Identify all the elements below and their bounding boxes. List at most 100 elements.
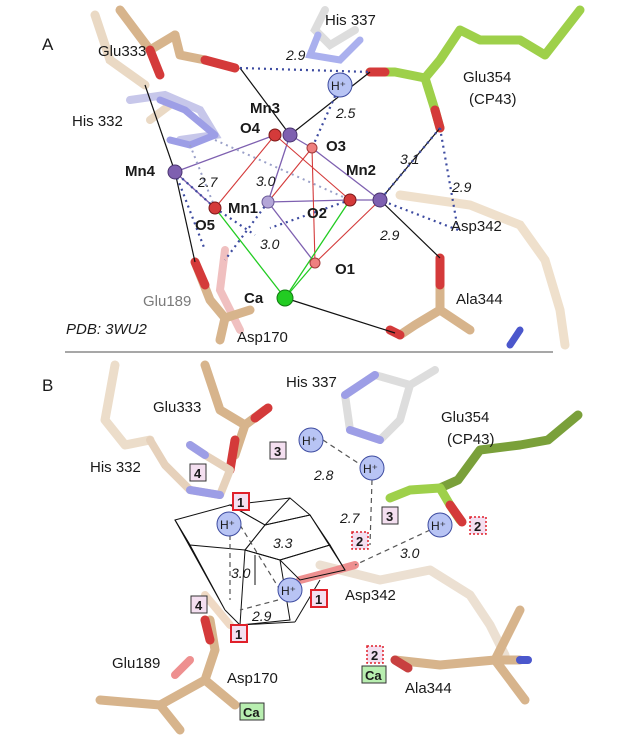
box-3-mid: 3 (386, 509, 393, 524)
panel-b-letter: B (42, 376, 53, 395)
proton-b-1 (298, 427, 324, 453)
proton-b-4 (216, 511, 242, 537)
glu333-stick (115, 5, 240, 80)
box-4-top: 4 (194, 466, 202, 481)
mn3-atom (282, 127, 298, 143)
cp43-label-a: (CP43) (469, 91, 517, 108)
coordination-bonds (144, 67, 441, 334)
ca-atom (276, 289, 294, 307)
panel-b: H⁺ H⁺ H⁺ H⁺ H⁺ 3 4 1 3 2 2 1 4 1 2 (42, 360, 583, 735)
cluster-wireframe-b (174, 497, 346, 626)
atoms-a (167, 72, 388, 307)
his332-stick-b (146, 436, 234, 499)
box-ca-left: Ca (243, 705, 260, 720)
glu354-label-a: Glu354 (463, 69, 511, 86)
glu333-stick-b (200, 360, 273, 475)
proton-b-2-label: H⁺ (363, 462, 378, 476)
dist-b-2-8: 2.8 (313, 467, 334, 483)
mn2-label: Mn2 (346, 162, 376, 179)
proton-b-1-label: H⁺ (302, 434, 317, 448)
box-2-ala: 2 (371, 648, 378, 663)
box-2-mid: 2 (356, 534, 363, 549)
box-1-mid: 1 (315, 592, 322, 607)
panel-a-letter: A (42, 35, 54, 54)
dist-b-2-9: 2.9 (251, 608, 272, 624)
mn2-atom (372, 192, 388, 208)
o1-label: O1 (335, 261, 355, 278)
panel-a: A Glu333 His 337 Glu354 (CP43) His 332 G… (42, 5, 585, 350)
his332-label-a: His 332 (72, 113, 123, 130)
dist-b-3-0-left: 3.0 (231, 565, 251, 581)
his337-label-a: His 337 (325, 12, 376, 29)
cp43-label-b: (CP43) (447, 431, 495, 448)
o2-atom (343, 193, 357, 207)
mn3-label: Mn3 (250, 100, 280, 117)
glu333-label-a: Glu333 (98, 43, 146, 60)
dist-a-2-5: 2.5 (335, 105, 356, 121)
ala344-stick-b (390, 605, 532, 705)
ala344-label-b: Ala344 (405, 680, 452, 697)
dist-a-2-9-top: 2.9 (285, 47, 306, 63)
dist-a-2-7: 2.7 (197, 174, 219, 190)
pdb-label: PDB: 3WU2 (66, 321, 148, 338)
o3-atom (306, 142, 318, 154)
asp342-label-b: Asp342 (345, 587, 396, 604)
o5-atom (208, 201, 222, 215)
asp170-label-b: Asp170 (227, 670, 278, 687)
his337-label-b: His 337 (286, 374, 337, 391)
dist-a-3-0-mid: 3.0 (256, 173, 276, 189)
box-1-top: 1 (237, 495, 244, 510)
box-4-low: 4 (195, 598, 203, 613)
dist-b-3-0-right: 3.0 (400, 545, 420, 561)
mn4-atom (167, 164, 183, 180)
o3-label: O3 (326, 138, 346, 155)
dist-a-3-0-low: 3.0 (260, 236, 280, 252)
proton-b-5 (277, 577, 303, 603)
glu333-label-b: Glu333 (153, 399, 201, 416)
asp342-label-a: Asp342 (451, 218, 502, 235)
glu189-asp170-sticks-b (95, 615, 240, 735)
glu189-label-a: Glu189 (143, 293, 191, 310)
dist-a-3-1: 3.1 (400, 151, 419, 167)
box-1-low: 1 (235, 627, 242, 642)
mn1-label: Mn1 (228, 200, 258, 217)
o4-atom (268, 128, 282, 142)
box-2-right: 2 (474, 519, 481, 534)
mn4-label: Mn4 (125, 163, 156, 180)
glu189-label-b: Glu189 (112, 655, 160, 672)
mn1-atom (261, 195, 275, 209)
protons-b (216, 427, 453, 603)
dist-a-2-9-low: 2.9 (379, 227, 400, 243)
glu354-stick (365, 5, 585, 133)
asp170-label-a: Asp170 (237, 329, 288, 346)
hydrogen-bonds-b (229, 439, 431, 611)
his337-stick-b (341, 366, 439, 444)
hydrogen-bonds-a-grey (189, 139, 351, 209)
proton-a (327, 72, 353, 98)
proton-b-2 (359, 455, 385, 481)
dist-b-3-3: 3.3 (273, 535, 293, 551)
box-3-top: 3 (274, 444, 281, 459)
box-ca-right: Ca (365, 668, 382, 683)
his332-label-b: His 332 (90, 459, 141, 476)
mn-oxo-bonds-red (214, 134, 381, 264)
proton-b-3-label: H⁺ (431, 519, 446, 533)
dist-b-2-7: 2.7 (339, 510, 361, 526)
his332-stick (156, 96, 219, 149)
proton-b-5-label: H⁺ (281, 584, 296, 598)
o5-label: O5 (195, 217, 215, 234)
o1-atom (309, 257, 321, 269)
o4-label: O4 (240, 120, 261, 137)
glu354-stick-b (385, 410, 583, 527)
hydrogen-bonds-a (173, 66, 460, 261)
panel-b-background-sticks (100, 360, 510, 660)
ala344-label-a: Ala344 (456, 291, 503, 308)
proton-b-4-label: H⁺ (220, 518, 235, 532)
proton-b-3 (427, 512, 453, 538)
boxed-labels-b: 3 4 1 3 2 2 1 4 1 2 Ca Ca (189, 441, 487, 721)
glu354-label-b: Glu354 (441, 409, 489, 426)
o2-label: O2 (307, 205, 327, 222)
dist-a-2-9-right: 2.9 (451, 179, 472, 195)
proton-label-a: H⁺ (331, 79, 346, 93)
